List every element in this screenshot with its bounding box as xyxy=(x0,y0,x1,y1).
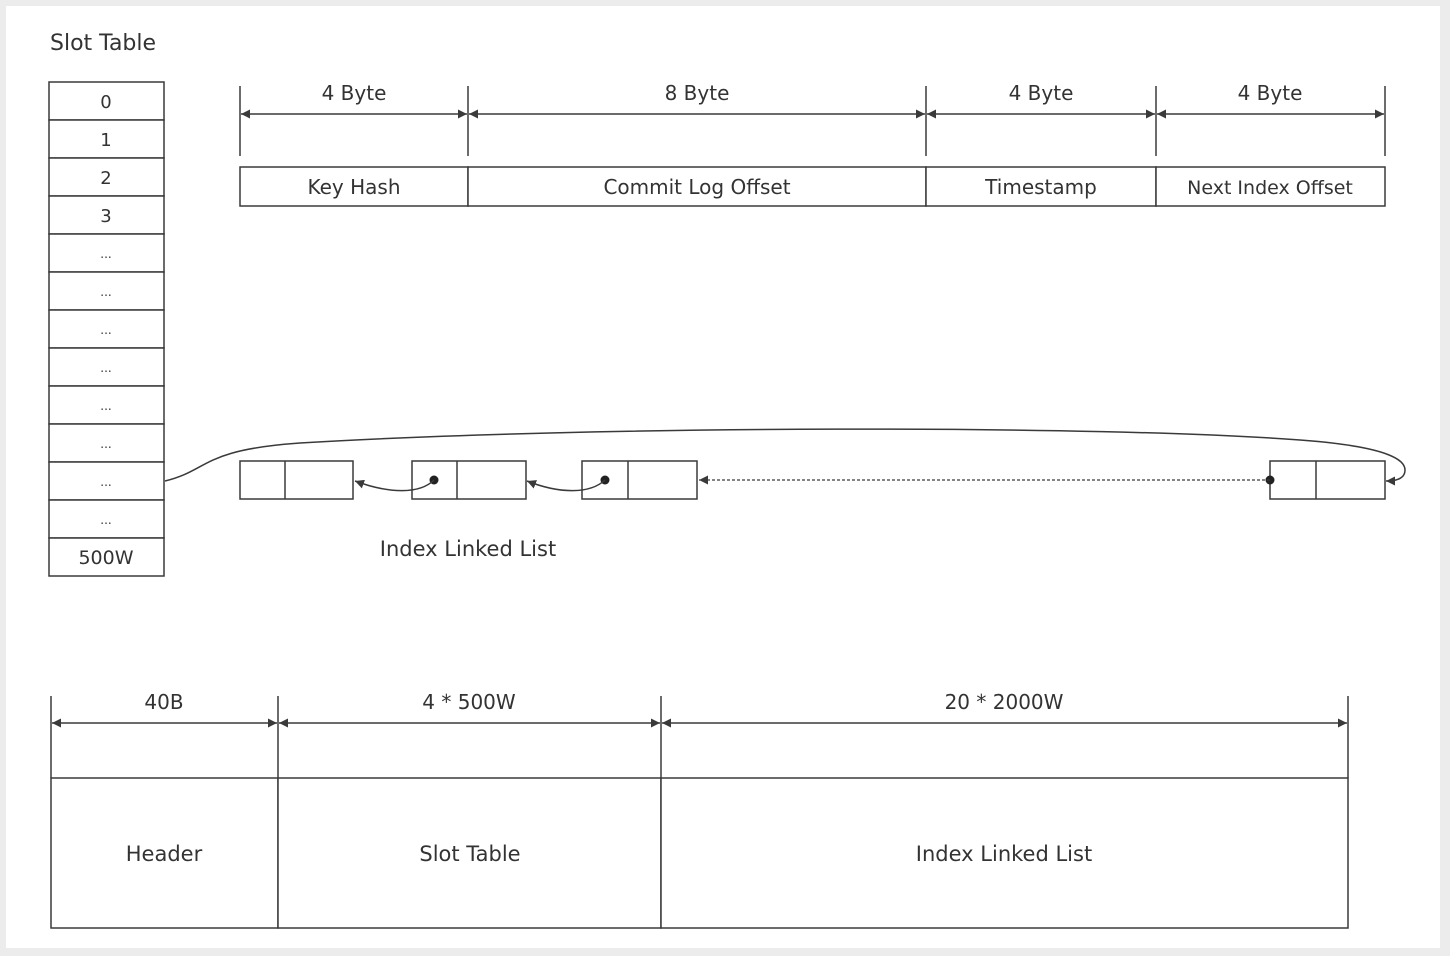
index-entry-field-key-hash: 4 Byte Key Hash xyxy=(239,81,469,207)
file-segment-header: 40B Header xyxy=(50,690,279,929)
slot-table-row-label: ... xyxy=(100,513,111,527)
slot-table-row-12: 500W xyxy=(48,537,165,577)
slot-table-row-label: ... xyxy=(100,475,111,489)
slot-table: Slot Table 0 1 2 3 ... ... ... xyxy=(48,31,165,577)
segment-name-label: Index Linked List xyxy=(916,842,1092,866)
index-linked-list: Index Linked List xyxy=(164,428,1406,561)
slot-table-row-label: ... xyxy=(100,323,111,337)
file-segment-slot-table: 4 * 500W Slot Table xyxy=(277,690,662,929)
slot-table-row-label: 500W xyxy=(78,547,133,569)
field-name-label: Key Hash xyxy=(307,175,400,199)
slot-table-row-4: ... xyxy=(48,233,165,273)
slot-table-row-11: ... xyxy=(48,499,165,539)
field-size-label: 4 Byte xyxy=(1009,81,1074,105)
slot-table-row-label: ... xyxy=(100,399,111,413)
index-entry-extension-lines xyxy=(239,86,1386,156)
field-name-label: Commit Log Offset xyxy=(603,175,790,199)
diagram-canvas: Slot Table 0 1 2 3 ... ... ... xyxy=(6,6,1440,948)
slot-table-row-label: 0 xyxy=(100,92,111,113)
field-size-label: 4 Byte xyxy=(322,81,387,105)
field-size-label: 4 Byte xyxy=(1238,81,1303,105)
segment-size-label: 40B xyxy=(144,690,183,714)
slot-table-row-10: ... xyxy=(48,461,165,501)
slot-table-row-0: 0 xyxy=(48,81,165,121)
index-entry-field-commit-log-offset: 8 Byte Commit Log Offset xyxy=(467,81,927,207)
slot-table-title: Slot Table xyxy=(50,31,156,56)
file-layout: 40B Header 4 * 500W Slot Table 20 * 2000… xyxy=(50,690,1349,929)
segment-size-label: 4 * 500W xyxy=(422,690,516,714)
segment-name-label: Header xyxy=(126,842,203,866)
slot-table-row-9: ... xyxy=(48,423,165,463)
list-node-3 xyxy=(581,460,698,500)
index-file-diagram: Slot Table 0 1 2 3 ... ... ... xyxy=(48,31,1406,929)
file-segment-index-linked-list: 20 * 2000W Index Linked List xyxy=(660,690,1349,929)
file-layout-extension-lines xyxy=(50,696,1349,778)
index-entry-layout: 4 Byte Key Hash 8 Byte Commit Log Offset… xyxy=(239,81,1386,207)
segment-name-label: Slot Table xyxy=(419,842,520,866)
slot-table-row-8: ... xyxy=(48,385,165,425)
slot-table-row-label: 3 xyxy=(100,206,111,227)
linked-list-label: Index Linked List xyxy=(380,537,556,561)
slot-table-row-label: ... xyxy=(100,361,111,375)
slot-table-row-label: 1 xyxy=(100,130,111,151)
pointer-arrow xyxy=(354,479,435,492)
slot-table-row-label: 2 xyxy=(100,168,111,189)
slot-table-row-6: ... xyxy=(48,309,165,349)
slot-table-row-label: ... xyxy=(100,247,111,261)
list-node-1 xyxy=(239,460,354,500)
list-node-2 xyxy=(411,460,527,500)
slot-table-row-2: 2 xyxy=(48,157,165,197)
slot-table-row-1: 1 xyxy=(48,119,165,159)
slot-table-row-5: ... xyxy=(48,271,165,311)
slot-to-node-curve xyxy=(164,428,1406,486)
index-entry-field-next-index-offset: 4 Byte Next Index Offset xyxy=(1155,81,1386,207)
index-entry-field-timestamp: 4 Byte Timestamp xyxy=(925,81,1157,207)
slot-table-row-label: ... xyxy=(100,437,111,451)
slot-table-row-3: 3 xyxy=(48,195,165,235)
field-name-label: Next Index Offset xyxy=(1187,177,1353,199)
segment-size-label: 20 * 2000W xyxy=(945,690,1064,714)
list-node-4 xyxy=(1265,460,1386,500)
slot-table-row-7: ... xyxy=(48,347,165,387)
slot-table-row-label: ... xyxy=(100,285,111,299)
field-size-label: 8 Byte xyxy=(665,81,730,105)
field-name-label: Timestamp xyxy=(984,175,1097,199)
pointer-arrow xyxy=(526,479,606,492)
